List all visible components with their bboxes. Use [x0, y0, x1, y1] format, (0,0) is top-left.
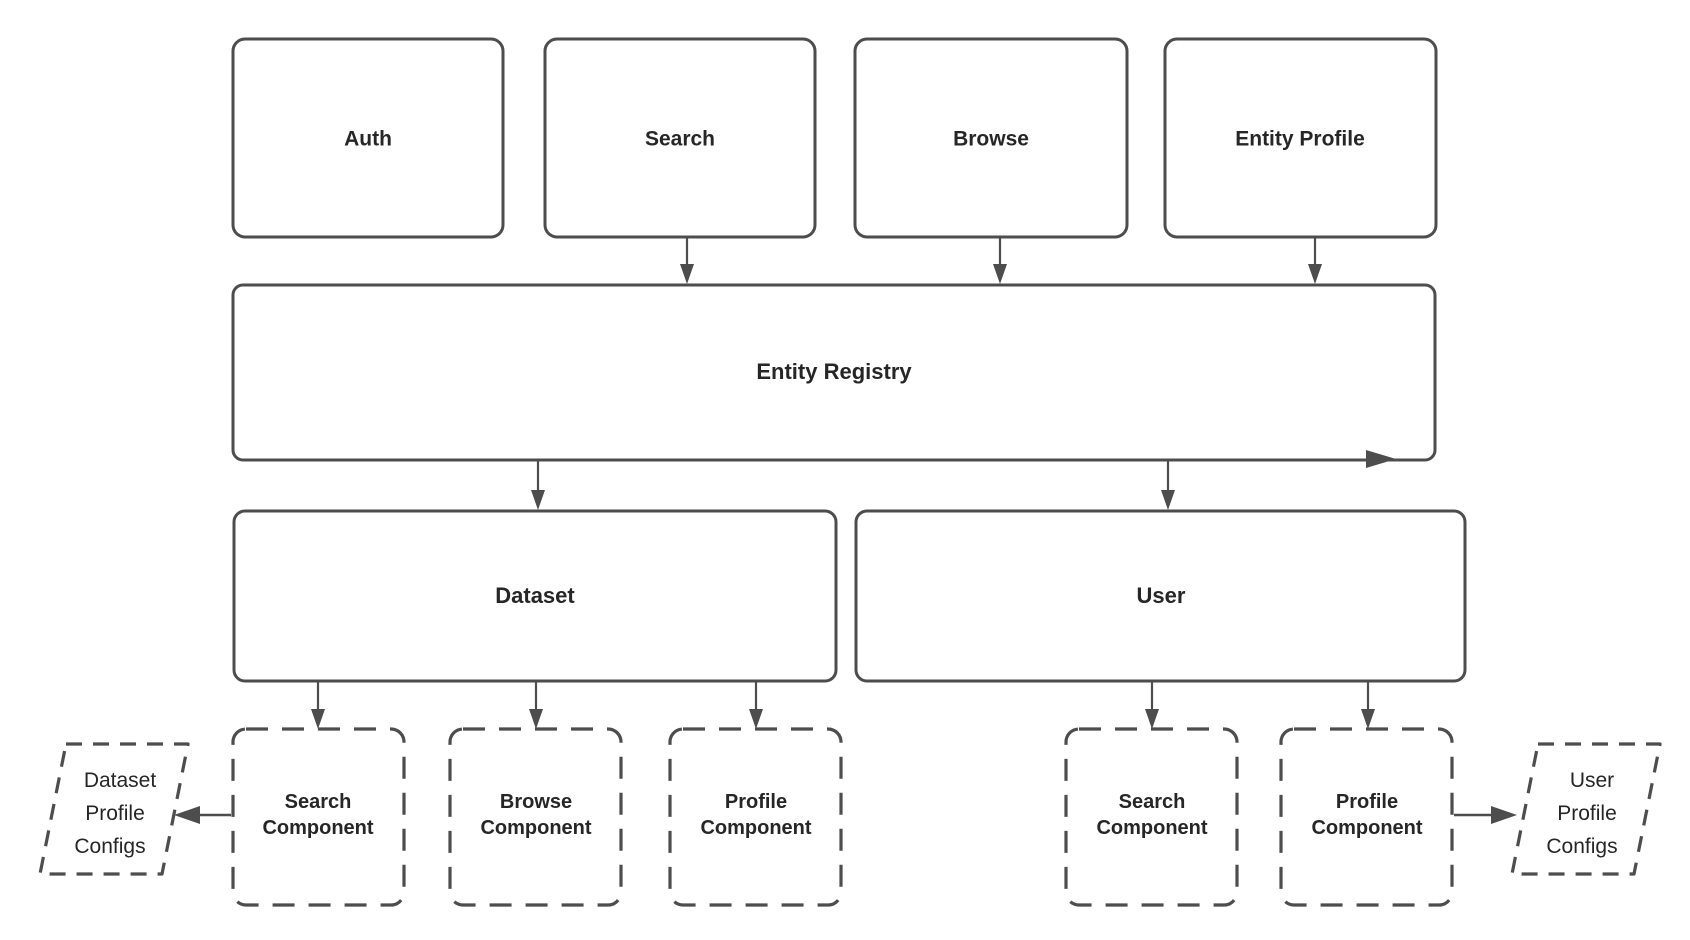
configs-layer: Dataset Profile Configs User Profile Con…	[38, 742, 1662, 876]
node-dataset[interactable]: Dataset	[232, 509, 838, 683]
edge-dataset-to-browse-component	[529, 681, 543, 729]
edges-registry-to-entities	[531, 460, 1175, 510]
arrowhead-down-icon	[749, 709, 763, 729]
user-profile-configs-label-line1: User	[1570, 769, 1614, 792]
edges-entities-to-components	[311, 681, 1375, 729]
dataset-search-component-label-line1: Search	[285, 791, 352, 813]
node-entity-profile-app[interactable]: Entity Profile	[1163, 37, 1438, 239]
arrowhead-down-icon	[1361, 709, 1375, 729]
dataset-profile-component-box[interactable]	[668, 727, 843, 907]
node-dataset-profile-configs[interactable]: Dataset Profile Configs	[38, 742, 190, 876]
entity-registry-label: Entity Registry	[756, 359, 912, 384]
edge-dataset-to-search-component	[311, 681, 325, 729]
node-auth[interactable]: Auth	[231, 37, 505, 239]
dataset-profile-component-label-line1: Profile	[725, 791, 787, 813]
user-label: User	[1137, 583, 1186, 608]
dataset-browse-component-box[interactable]	[448, 727, 623, 907]
dataset-search-component-box[interactable]	[231, 727, 406, 907]
edge-user-to-search-component	[1145, 681, 1159, 729]
user-profile-configs-label-line3: Configs	[1546, 835, 1617, 858]
browse-app-label: Browse	[953, 128, 1029, 151]
browse-app-box[interactable]	[853, 37, 1129, 239]
arrowhead-down-icon	[311, 709, 325, 729]
node-user-profile-component[interactable]: Profile Component	[1279, 727, 1454, 907]
user-profile-configs-label-line2: Profile	[1557, 802, 1617, 825]
components-layer: Search Component Browse Component Profil…	[231, 727, 1454, 907]
node-user-profile-configs[interactable]: User Profile Configs	[1510, 742, 1662, 876]
arrowhead-down-icon	[1161, 490, 1175, 510]
dataset-profile-component-label-line2: Component	[700, 817, 811, 839]
arrowhead-down-icon	[680, 264, 694, 284]
dataset-browse-component-label-line1: Browse	[500, 791, 572, 813]
user-box[interactable]	[854, 509, 1467, 683]
entity-profile-app-box[interactable]	[1163, 37, 1438, 239]
edge-entity-profile-to-registry	[1308, 237, 1322, 284]
dataset-profile-configs-label-line1: Dataset	[84, 769, 157, 792]
entity-registry-box[interactable]	[231, 283, 1437, 462]
edge-browse-to-registry	[993, 237, 1007, 284]
arrowhead-right-icon	[1366, 450, 1396, 468]
node-user-search-component[interactable]: Search Component	[1064, 727, 1239, 907]
edge-search-to-registry	[680, 237, 694, 284]
registry-layer: Entity Registry	[231, 283, 1437, 468]
node-dataset-browse-component[interactable]: Browse Component	[448, 727, 623, 907]
node-user[interactable]: User	[854, 509, 1467, 683]
user-profile-component-label-line1: Profile	[1336, 791, 1398, 813]
auth-box[interactable]	[231, 37, 505, 239]
dataset-label: Dataset	[495, 583, 575, 608]
dataset-profile-configs-shape[interactable]	[38, 742, 190, 876]
dataset-profile-configs-label-line2: Profile	[85, 802, 145, 825]
edge-registry-to-dataset	[531, 460, 545, 510]
arrowhead-right-icon	[1491, 806, 1517, 824]
user-search-component-box[interactable]	[1064, 727, 1239, 907]
node-browse-app[interactable]: Browse	[853, 37, 1129, 239]
node-dataset-search-component[interactable]: Search Component	[231, 727, 406, 907]
user-profile-component-box[interactable]	[1279, 727, 1454, 907]
dataset-browse-component-label-line2: Component	[480, 817, 591, 839]
user-search-component-label-line2: Component	[1096, 817, 1207, 839]
edge-user-to-profile-component	[1361, 681, 1375, 729]
edge-dataset-search-to-configs	[174, 806, 231, 824]
node-search-app[interactable]: Search	[543, 37, 817, 239]
apps-layer: Auth Search Browse Entity Profile	[231, 37, 1438, 239]
auth-label: Auth	[344, 128, 392, 151]
edges-apps-to-registry	[680, 237, 1322, 284]
node-dataset-profile-component[interactable]: Profile Component	[668, 727, 843, 907]
arrowhead-down-icon	[531, 490, 545, 510]
search-app-label: Search	[645, 128, 715, 151]
arrowhead-left-icon	[174, 806, 200, 824]
edges-components-to-configs	[174, 806, 1517, 824]
dataset-profile-configs-label-line3: Configs	[74, 835, 145, 858]
dataset-search-component-label-line2: Component	[262, 817, 373, 839]
arrowhead-down-icon	[993, 264, 1007, 284]
search-app-box[interactable]	[543, 37, 817, 239]
user-profile-configs-shape[interactable]	[1510, 742, 1662, 876]
arrowhead-down-icon	[1145, 709, 1159, 729]
arrowhead-down-icon	[529, 709, 543, 729]
user-profile-component-label-line2: Component	[1311, 817, 1422, 839]
edge-registry-to-user	[1161, 460, 1175, 510]
node-entity-registry[interactable]: Entity Registry	[231, 283, 1437, 468]
arrowhead-down-icon	[1308, 264, 1322, 284]
edge-dataset-to-profile-component	[749, 681, 763, 729]
entity-profile-app-label: Entity Profile	[1235, 128, 1365, 151]
edge-user-profile-to-configs	[1454, 806, 1517, 824]
entities-layer: Dataset User	[232, 509, 1467, 683]
user-search-component-label-line1: Search	[1119, 791, 1186, 813]
